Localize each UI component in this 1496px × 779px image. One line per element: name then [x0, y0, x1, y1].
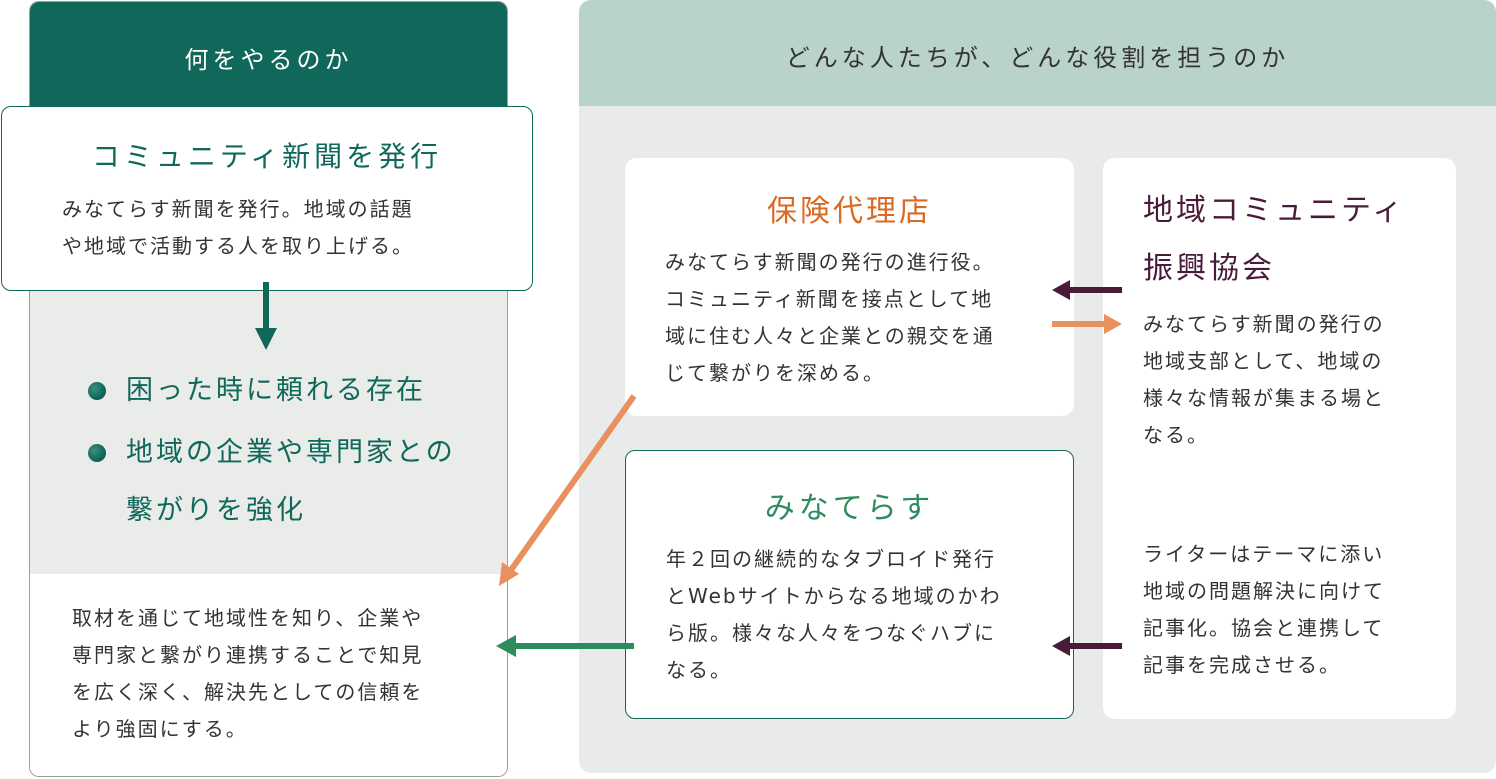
- minaterasu-card: みなてらす 年２回の継続的なタブロイド発行 とWebサイトからなる地域のかわ ら…: [625, 450, 1074, 719]
- outcome-area: [30, 574, 507, 776]
- insurance-agency-desc: みなてらす新聞の発行の進行役。 コミュニティ新聞を接点として地 域に住む人々と企…: [665, 244, 1045, 392]
- community-newspaper-box: コミュニティ新聞を発行 みなてらす新聞を発行。地域の話題 や地域で活動する人を取…: [1, 106, 533, 291]
- desc-line: コミュニティ新聞を接点として地: [665, 287, 994, 311]
- minaterasu-desc: 年２回の継続的なタブロイド発行 とWebサイトからなる地域のかわ ら版。様々な人…: [666, 541, 1046, 689]
- desc-line: 取材を通じて地域性を知り、企業や: [72, 606, 424, 630]
- roles-header: どんな人たちが、どんな役割を担うのか: [579, 0, 1496, 106]
- outcome-desc: 取材を通じて地域性を知り、企業や 専門家と繋がり連携することで知見 を広く深く、…: [72, 600, 482, 748]
- bullet-text: 地域の企業や専門家との 繋がりを強化: [126, 424, 476, 540]
- desc-line: 記事化。協会と連携して: [1143, 616, 1385, 640]
- what-we-do-heading: 何をやるのか: [184, 46, 353, 74]
- bullet-line: 地域の企業や専門家との: [126, 437, 456, 468]
- writer-role-desc: ライターはテーマに添い 地域の問題解決に向けて 記事化。協会と連携して 記事を完…: [1143, 536, 1433, 684]
- desc-line: みなてらす新聞の発行の: [1143, 312, 1385, 336]
- community-association-desc: みなてらす新聞の発行の 地域支部として、地域の 様々な情報が集まる場と なる。: [1143, 306, 1433, 454]
- insurance-agency-card: 保険代理店 みなてらす新聞の発行の進行役。 コミュニティ新聞を接点として地 域に…: [625, 158, 1074, 416]
- desc-line: 様々な情報が集まる場と: [1143, 386, 1385, 410]
- desc-line: 域に住む人々と企業との親交を通: [665, 324, 995, 348]
- what-we-do-header: 何をやるのか: [30, 2, 507, 108]
- roles-heading: どんな人たちが、どんな役割を担うのか: [785, 44, 1290, 72]
- desc-line: ら版。様々な人々をつなぐハブに: [666, 621, 996, 645]
- desc-line: みなてらす新聞を発行。地域の話題: [62, 197, 414, 221]
- desc-line: を広く深く、解決先としての信頼を: [72, 680, 424, 704]
- bullet-dot-icon: [88, 382, 106, 400]
- desc-line: や地域で活動する人を取り上げる。: [62, 234, 414, 258]
- desc-line: 記事を完成させる。: [1143, 653, 1341, 677]
- desc-line: 専門家と繋がり連携することで知見: [72, 643, 424, 667]
- desc-line: 年２回の継続的なタブロイド発行: [666, 547, 996, 571]
- bullet-line: 繋がりを強化: [126, 495, 306, 526]
- desc-line: とWebサイトからなる地域のかわ: [666, 584, 1002, 608]
- community-association-title: 地域コミュニティ 振興協会: [1143, 182, 1443, 298]
- title-line: 振興協会: [1143, 251, 1275, 286]
- bullet-dot-icon: [88, 444, 106, 462]
- insurance-agency-title: 保険代理店: [767, 194, 932, 229]
- bullet-item-connections: 地域の企業や専門家との 繋がりを強化: [88, 424, 478, 540]
- minaterasu-title: みなてらす: [764, 491, 935, 526]
- desc-line: 地域の問題解決に向けて: [1143, 579, 1385, 603]
- desc-line: なる。: [1143, 423, 1209, 447]
- bullet-item-reliable: 困った時に頼れる存在: [88, 362, 478, 420]
- desc-line: じて繋がりを深める。: [665, 361, 885, 385]
- title-line: 地域コミュニティ: [1143, 193, 1406, 228]
- community-association-card: 地域コミュニティ 振興協会 みなてらす新聞の発行の 地域支部として、地域の 様々…: [1103, 158, 1456, 719]
- desc-line: なる。: [666, 658, 732, 682]
- desc-line: より強固にする。: [72, 717, 248, 741]
- desc-line: みなてらす新聞の発行の進行役。: [665, 250, 995, 274]
- community-newspaper-title: コミュニティ新聞を発行: [91, 140, 443, 173]
- bullet-text: 困った時に頼れる存在: [126, 375, 426, 406]
- community-newspaper-desc: みなてらす新聞を発行。地域の話題 や地域で活動する人を取り上げる。: [62, 191, 502, 265]
- desc-line: ライターはテーマに添い: [1143, 542, 1385, 566]
- desc-line: 地域支部として、地域の: [1143, 349, 1384, 373]
